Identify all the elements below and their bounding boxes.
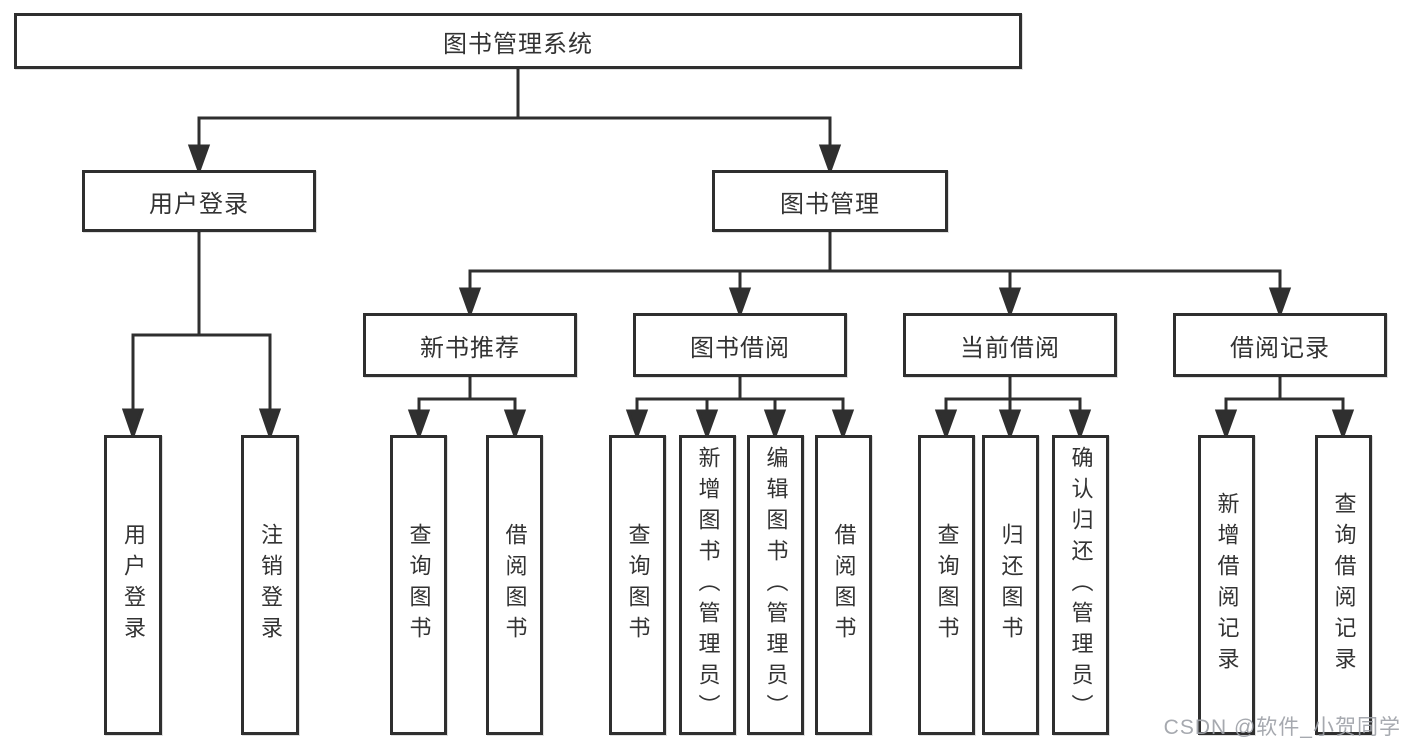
node-label: 确认归还（管理员） <box>1068 445 1094 725</box>
node-label: 借阅记录 <box>1230 334 1330 362</box>
node-leaf-query-books-current: 查询图书 <box>918 435 975 735</box>
node-label: 借阅图书 <box>502 523 528 647</box>
node-book-borrowing: 图书借阅 <box>633 313 847 377</box>
node-leaf-confirm-return-admin: 确认归还（管理员） <box>1052 435 1109 735</box>
node-leaf-add-borrow-record: 新增借阅记录 <box>1198 435 1255 735</box>
node-label: 新增图书（管理员） <box>695 445 721 725</box>
watermark: CSDN @软件_小贺同学 <box>1163 716 1401 739</box>
node-label: 图书借阅 <box>690 334 790 362</box>
node-user-login-group: 用户登录 <box>82 170 316 232</box>
node-new-book-recommend: 新书推荐 <box>363 313 577 377</box>
node-label: 借阅图书 <box>831 523 857 647</box>
node-root: 图书管理系统 <box>14 13 1022 69</box>
node-leaf-query-books-borrowing: 查询图书 <box>609 435 666 735</box>
node-label: 查询图书 <box>934 523 960 647</box>
node-book-management: 图书管理 <box>712 170 948 232</box>
node-leaf-query-books-recommend: 查询图书 <box>390 435 447 735</box>
node-label: 查询借阅记录 <box>1331 492 1357 678</box>
node-label: 查询图书 <box>625 523 651 647</box>
node-leaf-add-books-admin: 新增图书（管理员） <box>679 435 736 735</box>
node-label: 新书推荐 <box>420 334 520 362</box>
node-leaf-edit-books-admin: 编辑图书（管理员） <box>747 435 804 735</box>
node-leaf-return-books: 归还图书 <box>982 435 1039 735</box>
node-label: 当前借阅 <box>960 334 1060 362</box>
node-leaf-user-login: 用户登录 <box>104 435 162 735</box>
node-leaf-query-borrow-record: 查询借阅记录 <box>1315 435 1372 735</box>
node-label: 新增借阅记录 <box>1214 492 1240 678</box>
node-current-borrowing: 当前借阅 <box>903 313 1117 377</box>
node-label: 注销登录 <box>258 523 283 647</box>
node-label: 用户登录 <box>149 190 249 218</box>
node-borrowing-records: 借阅记录 <box>1173 313 1387 377</box>
node-leaf-borrow-books-recommend: 借阅图书 <box>486 435 543 735</box>
node-label: 查询图书 <box>406 523 432 647</box>
node-label: 编辑图书（管理员） <box>763 445 789 725</box>
node-label: 用户登录 <box>121 523 146 647</box>
node-label: 归还图书 <box>998 523 1024 647</box>
node-leaf-logout: 注销登录 <box>241 435 299 735</box>
node-label: 图书管理系统 <box>443 30 593 58</box>
node-label: 图书管理 <box>780 190 880 218</box>
node-leaf-borrow-books: 借阅图书 <box>815 435 872 735</box>
